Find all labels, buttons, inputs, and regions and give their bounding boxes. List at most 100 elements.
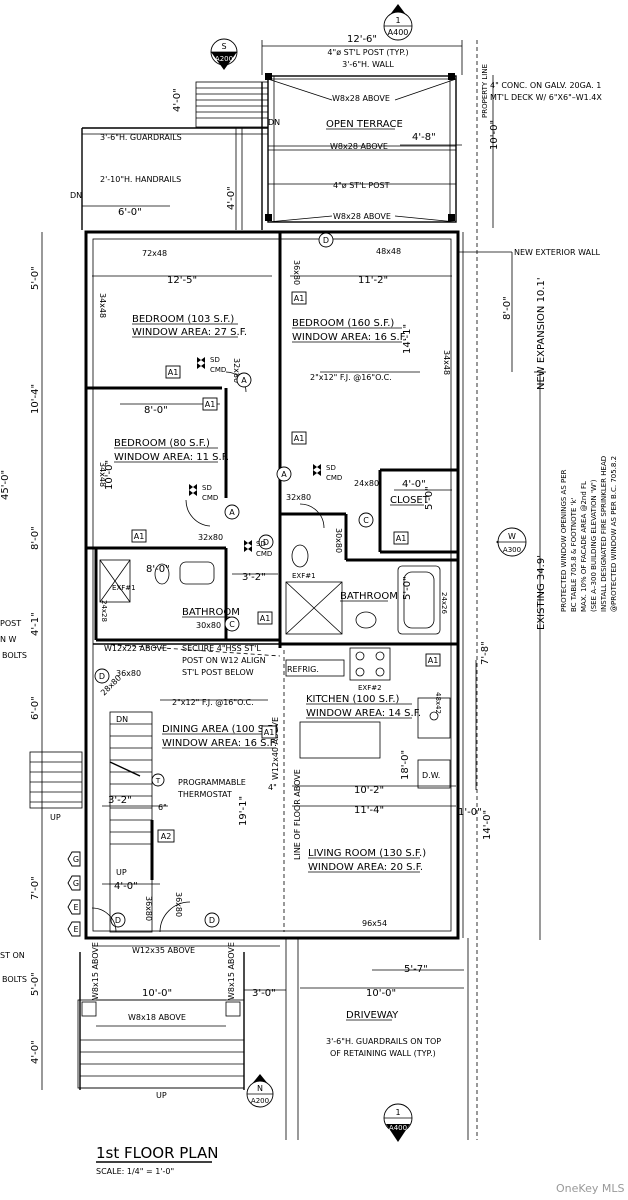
- exterior-stair-left: [29, 751, 83, 809]
- smoke-detector-3: SD CMD: [313, 464, 342, 482]
- section-marker-bottom[interactable]: 1 A400: [383, 1103, 413, 1142]
- note-up-left: UP: [50, 813, 61, 822]
- tag-a1-bed2b: A1: [294, 434, 305, 443]
- note-up-interior: UP: [116, 868, 127, 877]
- exf1-label: EXF#1: [112, 584, 136, 592]
- note-w8x28-1: W8x28 ABOVE: [332, 94, 390, 103]
- svg-text:SD: SD: [202, 484, 212, 492]
- note-wall: 3'-6"H. WALL: [342, 60, 394, 69]
- dim-front-right: 3'-0": [252, 988, 276, 999]
- note-post-left: POST: [0, 619, 21, 628]
- refrig-label: REFRIG.: [287, 665, 319, 674]
- note-dn-interior: DN: [116, 715, 128, 724]
- window-36x80-dining: 36x80: [116, 669, 141, 678]
- note-new-ext-wall: NEW EXTERIOR WALL: [514, 248, 601, 257]
- door-30x80-bath1: 30x80: [196, 621, 221, 630]
- window-96x54: 96x54: [362, 919, 387, 928]
- note-bolts-1: BOLTS: [2, 651, 27, 660]
- thermostat-1: PROGRAMMABLE: [178, 778, 246, 787]
- dim-4in: 4": [268, 783, 277, 792]
- dim-stair-width: 6'-0": [118, 207, 142, 218]
- bedroom3-window: WINDOW AREA: 11 S.F.: [114, 452, 229, 463]
- dim-left-6: 6'-0": [30, 696, 41, 720]
- svg-text:G: G: [73, 879, 79, 888]
- tag-a1-dining: A1: [264, 728, 275, 737]
- svg-text:CMD: CMD: [210, 366, 226, 374]
- door-32x80-hall: 32x80: [286, 493, 311, 502]
- section-letter: S: [221, 42, 226, 51]
- door-30x80-bath: 30x80: [334, 528, 343, 553]
- dim-left-5: 5'-0": [30, 266, 41, 290]
- door-32x80-bed1: 32x80: [232, 358, 241, 383]
- bathroom2-label: BATHROOM: [340, 591, 398, 602]
- note-handrails: 2'-10"H. HANDRAILS: [100, 175, 181, 184]
- note-dn-terrace: DN: [268, 118, 280, 127]
- section-marker-s[interactable]: S A200: [210, 38, 238, 70]
- note-up-front: UP: [156, 1091, 167, 1100]
- svg-text:PROTECTED WINDOW OPENINGS AS P: PROTECTED WINDOW OPENINGS AS PER: [560, 469, 568, 612]
- bedroom1-window: WINDOW AREA: 27 S.F.: [132, 327, 247, 338]
- note-hss-1: SECURE 4"HSS ST'L: [182, 644, 261, 653]
- protected-window-note: PROTECTED WINDOW OPENINGS AS PER BC TABL…: [560, 456, 618, 612]
- note-bolts-2: BOLTS: [2, 975, 27, 984]
- window-34x48-b: 34x48: [98, 462, 107, 487]
- dim-living-19: 19'-1": [238, 796, 249, 826]
- dim-stair-4: 4'-0": [114, 881, 138, 892]
- note-guard-top-1: 3'-6"H. GUARDRAILS ON TOP: [326, 1037, 441, 1046]
- window-72x48: 72x48: [142, 249, 167, 258]
- dim-bath1-8: 8'-0": [146, 564, 170, 575]
- tag-t: T: [155, 777, 161, 785]
- smoke-detector-4: SD CMD: [244, 540, 272, 558]
- exf1-bath2: EXF#1: [292, 572, 316, 580]
- tag-a-bed3: A: [229, 508, 235, 517]
- note-line-floor: LINE OF FLOOR ABOVE: [293, 769, 302, 860]
- thermostat-2: THERMOSTAT: [177, 790, 232, 799]
- section-marker-w[interactable]: W A300: [496, 527, 527, 557]
- tag-a1-closet: A1: [396, 534, 407, 543]
- tag-a1-bath1b: A1: [260, 614, 271, 623]
- dim-kitchen-width: 10'-2": [354, 785, 384, 796]
- bathroom1-label: BATHROOM: [182, 607, 240, 618]
- tag-c-bath1: C: [229, 620, 235, 629]
- dishwasher-label: D.W.: [422, 771, 440, 780]
- dim-drive-right: 5'-7": [404, 964, 428, 975]
- kitchen-window: WINDOW AREA: 14 S.F.: [306, 708, 421, 719]
- section-sheet: A300: [503, 546, 521, 554]
- svg-text:(SEE A–300 BUILDING ELEVATION: (SEE A–300 BUILDING ELEVATION 'W'): [590, 479, 598, 612]
- section-sheet: A200: [215, 55, 233, 63]
- dim-6in: 6": [158, 803, 167, 812]
- window-34x48-a: 34x48: [98, 293, 107, 318]
- note-w12x22: W12x22 ABOVE: [104, 644, 167, 653]
- dim-driveway-width: 10'-0": [366, 988, 396, 999]
- section-marker-n[interactable]: N A200: [246, 1074, 274, 1108]
- section-letter: N: [257, 1084, 263, 1093]
- note-mtl-deck: MT'L DECK W/ 6"X6"–W1.4X: [490, 93, 602, 102]
- note-w12x40: W12x40 ABOVE: [271, 717, 280, 780]
- section-letter: W: [508, 532, 516, 541]
- section-marker-top[interactable]: 1 A400: [383, 4, 413, 41]
- dim-left-10-4: 10'-4": [30, 384, 41, 414]
- svg-text:@PROTECTED WINDOW AS PER B.C.: @PROTECTED WINDOW AS PER B.C. 705.8.2: [610, 456, 618, 612]
- tag-d-bath1: D: [263, 538, 269, 547]
- note-w8x28-3: W8x28 ABOVE: [333, 212, 391, 221]
- dim-existing: EXISTING 34.9': [536, 555, 547, 630]
- smoke-detector-1: SD CMD: [197, 356, 226, 374]
- door-36x80-bed2: 36x80: [292, 260, 301, 285]
- plan-scale: SCALE: 1/4" = 1'-0": [96, 1167, 174, 1176]
- note-w8x28-2: W8x28 ABOVE: [330, 142, 388, 151]
- dim-bed3-width: 8'-0": [144, 405, 168, 416]
- dim-left-8: 8'-0": [30, 526, 41, 550]
- front-porch: W8x15 ABOVE W8x15 ABOVE 10'-0" W8x18 ABO…: [77, 942, 286, 1100]
- dim-right-8: 8'-0": [502, 296, 513, 320]
- note-st-on: ST ON: [0, 951, 25, 960]
- section-sheet: A400: [389, 1124, 407, 1132]
- tag-a1-bath1: A1: [134, 532, 145, 541]
- living-window: WINDOW AREA: 20 S.F.: [308, 862, 423, 873]
- plan-title: 1st FLOOR PLAN: [96, 1144, 219, 1162]
- dim-terrace-drop: 4'-0": [226, 186, 237, 210]
- tag-a2: A2: [161, 832, 172, 841]
- svg-text:MAX. 10% OF FACADE AREA @2nd F: MAX. 10% OF FACADE AREA @2nd FL: [580, 481, 588, 612]
- window-24x26: 24x26: [440, 592, 448, 615]
- dim-new-expansion: NEW EXPANSION 10.1': [536, 277, 547, 390]
- section-number: 1: [395, 16, 400, 25]
